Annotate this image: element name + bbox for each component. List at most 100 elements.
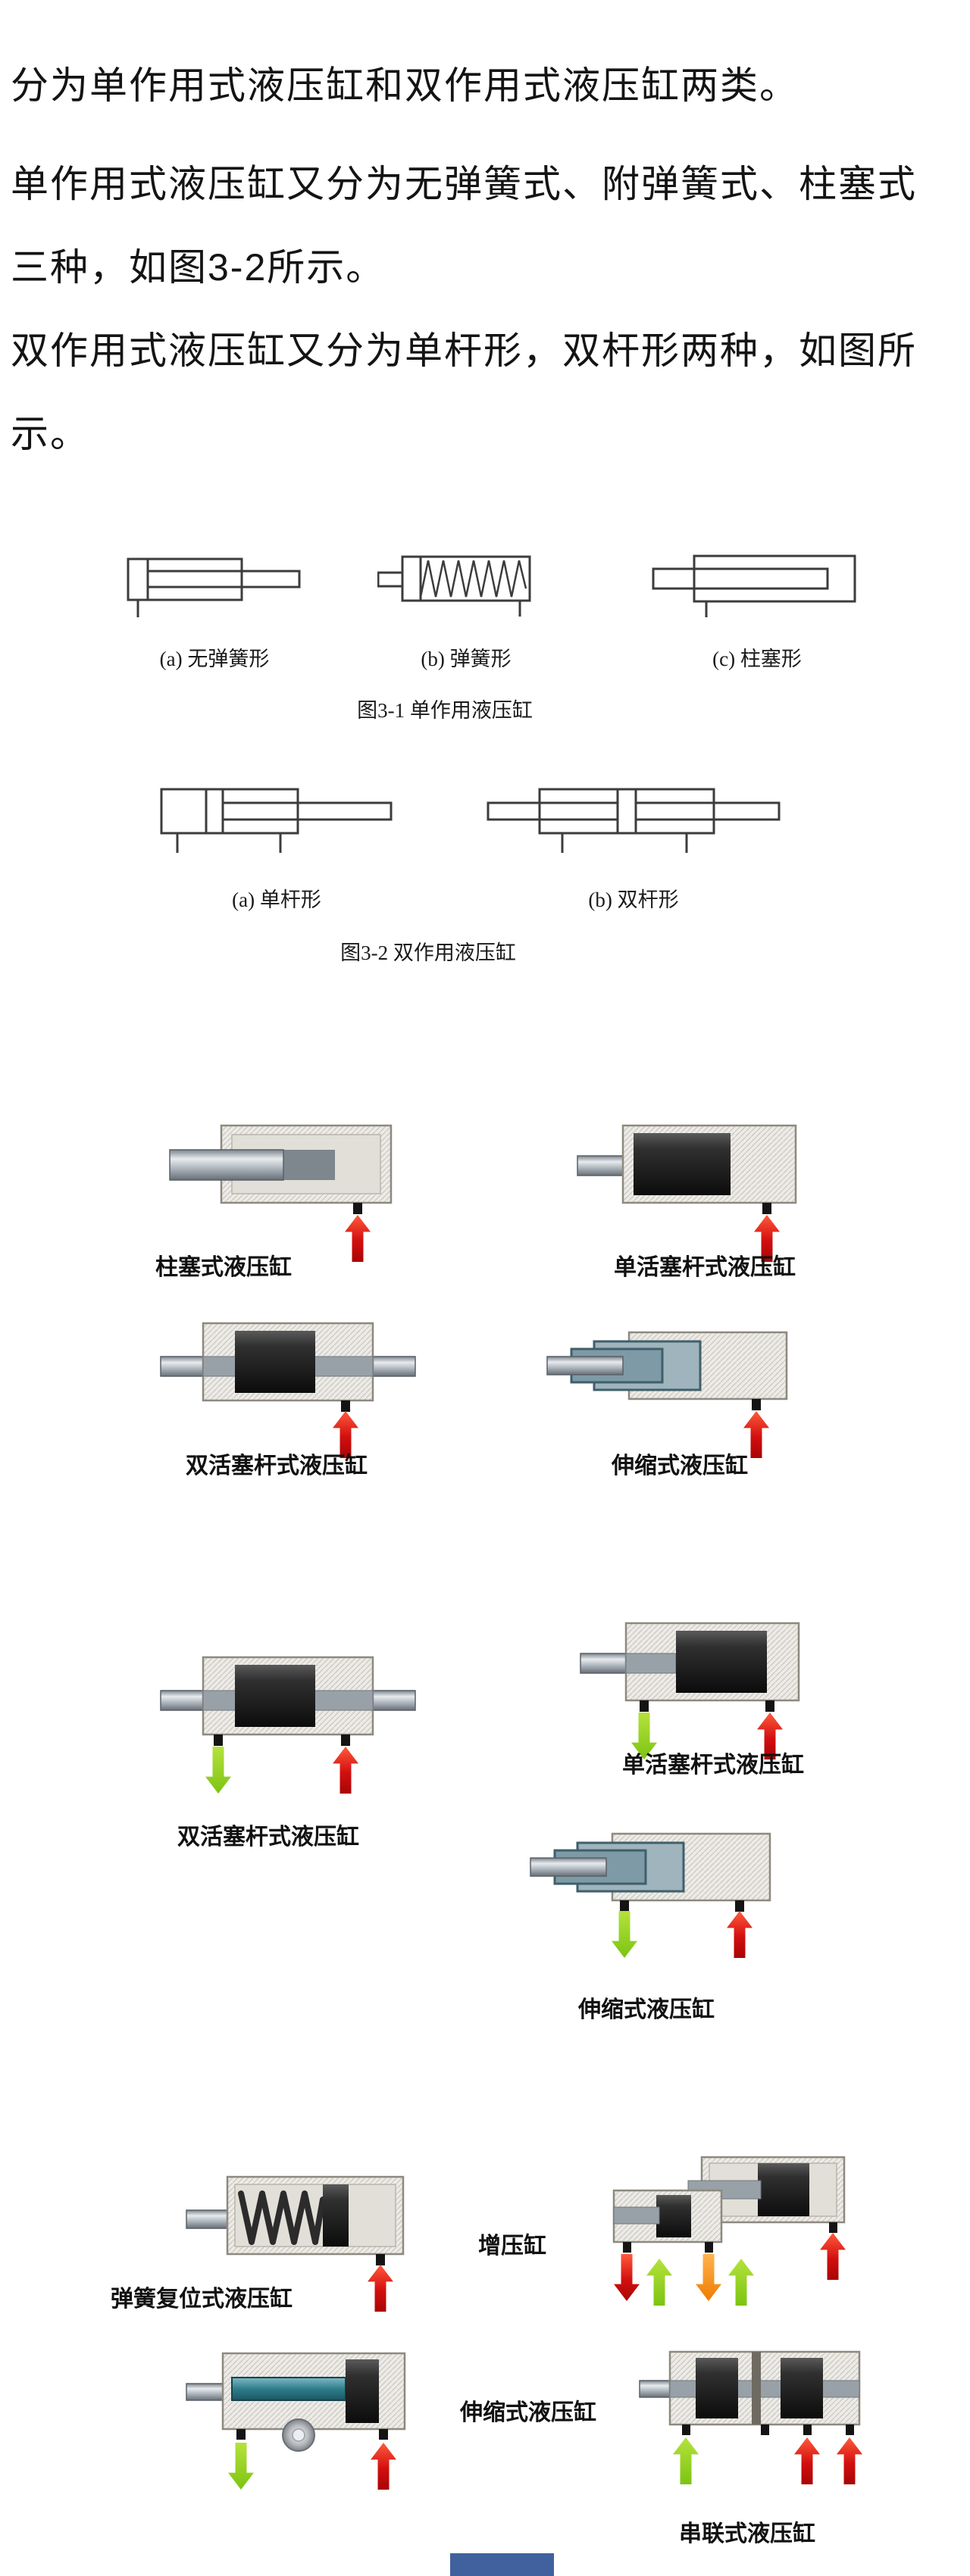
oil-port bbox=[620, 1900, 629, 1912]
piston bbox=[235, 1665, 315, 1727]
double-rod-cylinder-label: 双活塞杆式液压缸 bbox=[186, 1453, 368, 1478]
oil-port bbox=[829, 2222, 837, 2233]
rod-in-bore bbox=[625, 1653, 677, 1674]
figure-3-1-label-c: (c) 柱塞形 bbox=[712, 648, 802, 670]
spring-return-cylinder-label: 弹簧复位式液压缸 bbox=[111, 2287, 293, 2312]
piston bbox=[676, 1631, 767, 1693]
intro-paragraph-1: 分为单作用式液压缸和双作用式液压缸两类。 bbox=[11, 64, 799, 107]
roller-bearing-hub bbox=[292, 2428, 305, 2442]
telescopic-cylinder-label: 伸缩式液压缸 bbox=[612, 1453, 748, 1478]
inner-sleeve bbox=[231, 2377, 346, 2401]
small-rod bbox=[613, 2206, 660, 2225]
figure-3-1-caption: 图3-1 单作用液压缸 bbox=[357, 699, 533, 722]
telescopic-cylinder-label: 伸缩式液压缸 bbox=[578, 1997, 715, 2022]
oil-flow-arrow-green-down bbox=[205, 1747, 231, 1794]
single-rod-cylinder-label: 单活塞杆式液压缸 bbox=[622, 1753, 804, 1778]
single-rod-cylinder-label: 单活塞杆式液压缸 bbox=[614, 1255, 796, 1280]
large-piston bbox=[758, 2163, 809, 2216]
oil-port bbox=[214, 1735, 223, 1746]
footer-blue-bar bbox=[450, 2553, 554, 2576]
figure-3-2-caption: 图3-2 双作用液压缸 bbox=[340, 941, 516, 964]
booster-cylinder-render bbox=[612, 2156, 846, 2253]
piston-rod-right bbox=[634, 801, 781, 821]
oil-flow-arrow-red-up bbox=[345, 1215, 371, 1262]
piston-rod bbox=[221, 801, 393, 821]
gallery-single-acting: 柱塞式液压缸 单活塞杆式液压缸 双活塞杆式液压缸 伸缩式液压缸 bbox=[0, 1113, 970, 1485]
oil-port bbox=[846, 2425, 854, 2435]
oil-port bbox=[705, 2242, 713, 2253]
oil-port bbox=[623, 2242, 631, 2253]
oil-port bbox=[379, 2429, 388, 2440]
small-piston bbox=[656, 2195, 691, 2237]
telescopic-rod bbox=[546, 1356, 624, 1375]
oil-port bbox=[341, 1735, 350, 1746]
oil-port bbox=[735, 1900, 744, 1912]
piston bbox=[205, 788, 224, 835]
middle-wall bbox=[752, 2352, 761, 2425]
figure-3-1-diagram-no-spring bbox=[127, 557, 301, 617]
telescopic-cylinder-render bbox=[530, 1832, 771, 1912]
figure-3-1-diagram-spring bbox=[377, 555, 531, 617]
piston-rod-left bbox=[487, 801, 619, 821]
cylinder-barrel bbox=[538, 788, 715, 835]
cylinder-barrel bbox=[160, 788, 299, 835]
telescopic-cylinder-cutaway-render bbox=[186, 2352, 406, 2452]
figure-3-2-diagram-double-rod bbox=[487, 788, 781, 853]
spring-return-cylinder-render bbox=[186, 2175, 405, 2265]
oil-flow-arrow-red-up bbox=[333, 1747, 358, 1794]
piston-1 bbox=[696, 2358, 738, 2418]
telescopic-rod bbox=[530, 1857, 607, 1877]
single-rod-cylinder-render bbox=[577, 1124, 797, 1214]
gallery-double-acting: 单活塞杆式液压缸 双活塞杆式液压缸 伸缩式液压缸 bbox=[0, 1613, 970, 2037]
piston-rod bbox=[377, 571, 404, 588]
tandem-cylinder-label: 串联式液压缸 bbox=[679, 2521, 815, 2546]
double-rod-cylinder-label: 双活塞杆式液压缸 bbox=[177, 1825, 359, 1850]
piston bbox=[346, 2359, 379, 2423]
oil-port bbox=[353, 1203, 362, 1214]
oil-port bbox=[803, 2425, 812, 2435]
oil-port bbox=[376, 2254, 385, 2265]
piston-rod bbox=[146, 570, 301, 589]
figure-3-2-label-a: (a) 单杆形 bbox=[232, 888, 321, 911]
spring bbox=[419, 560, 527, 598]
figure-3-1-label-b: (b) 弹簧形 bbox=[421, 648, 512, 670]
gallery-special: 弹簧复位式液压缸 增压缸 bbox=[0, 2151, 970, 2576]
figure-3-2-label-b: (b) 双杆形 bbox=[588, 888, 679, 911]
oil-flow-arrow-red-up bbox=[794, 2437, 820, 2484]
plunger bbox=[652, 567, 829, 590]
telescopic-cylinder-render bbox=[546, 1331, 788, 1410]
piston bbox=[235, 1331, 315, 1393]
cylinder-barrel bbox=[127, 557, 243, 601]
figure-3-2-diagram-single-rod bbox=[160, 788, 393, 853]
piston bbox=[401, 555, 422, 602]
plunger-cylinder-render bbox=[169, 1124, 393, 1214]
plunger-inner bbox=[282, 1150, 335, 1180]
piston bbox=[127, 557, 149, 601]
piston-2 bbox=[781, 2358, 823, 2418]
return-spring bbox=[238, 2190, 326, 2245]
double-rod-cylinder-render bbox=[160, 1656, 416, 1746]
oil-flow-arrow-red-up bbox=[837, 2437, 862, 2484]
plunger-cylinder-label: 柱塞式液压缸 bbox=[155, 1255, 292, 1280]
piston bbox=[616, 788, 637, 835]
oil-port bbox=[765, 1700, 774, 1712]
single-rod-cylinder-render bbox=[580, 1622, 800, 1712]
oil-port bbox=[236, 2429, 246, 2440]
double-rod-cylinder-render bbox=[160, 1322, 416, 1412]
oil-port bbox=[682, 2425, 690, 2435]
oil-flow-arrow-red-up bbox=[368, 2265, 393, 2312]
oil-flow-arrow-green-up bbox=[673, 2437, 699, 2484]
figure-3-1-label-a: (a) 无弹簧形 bbox=[159, 648, 270, 670]
figure-3-1-diagram-plunger bbox=[652, 554, 856, 617]
intro-paragraph-2: 单作用式液压缸又分为无弹簧式、附弹簧式、柱塞式三种，如图3-2所示。 bbox=[11, 163, 917, 289]
oil-port bbox=[752, 1399, 761, 1410]
piston bbox=[634, 1133, 731, 1195]
plunger-rod bbox=[169, 1149, 284, 1181]
cylinder-barrel bbox=[693, 554, 856, 603]
tandem-cylinder-render bbox=[639, 2350, 861, 2435]
oil-port bbox=[341, 1400, 350, 1412]
telescopic-cylinder-label: 伸缩式液压缸 bbox=[460, 2400, 596, 2425]
piston bbox=[323, 2184, 349, 2247]
intro-paragraph-3: 双作用式液压缸又分为单杆形，双杆形两种，如图所示。 bbox=[11, 329, 917, 455]
